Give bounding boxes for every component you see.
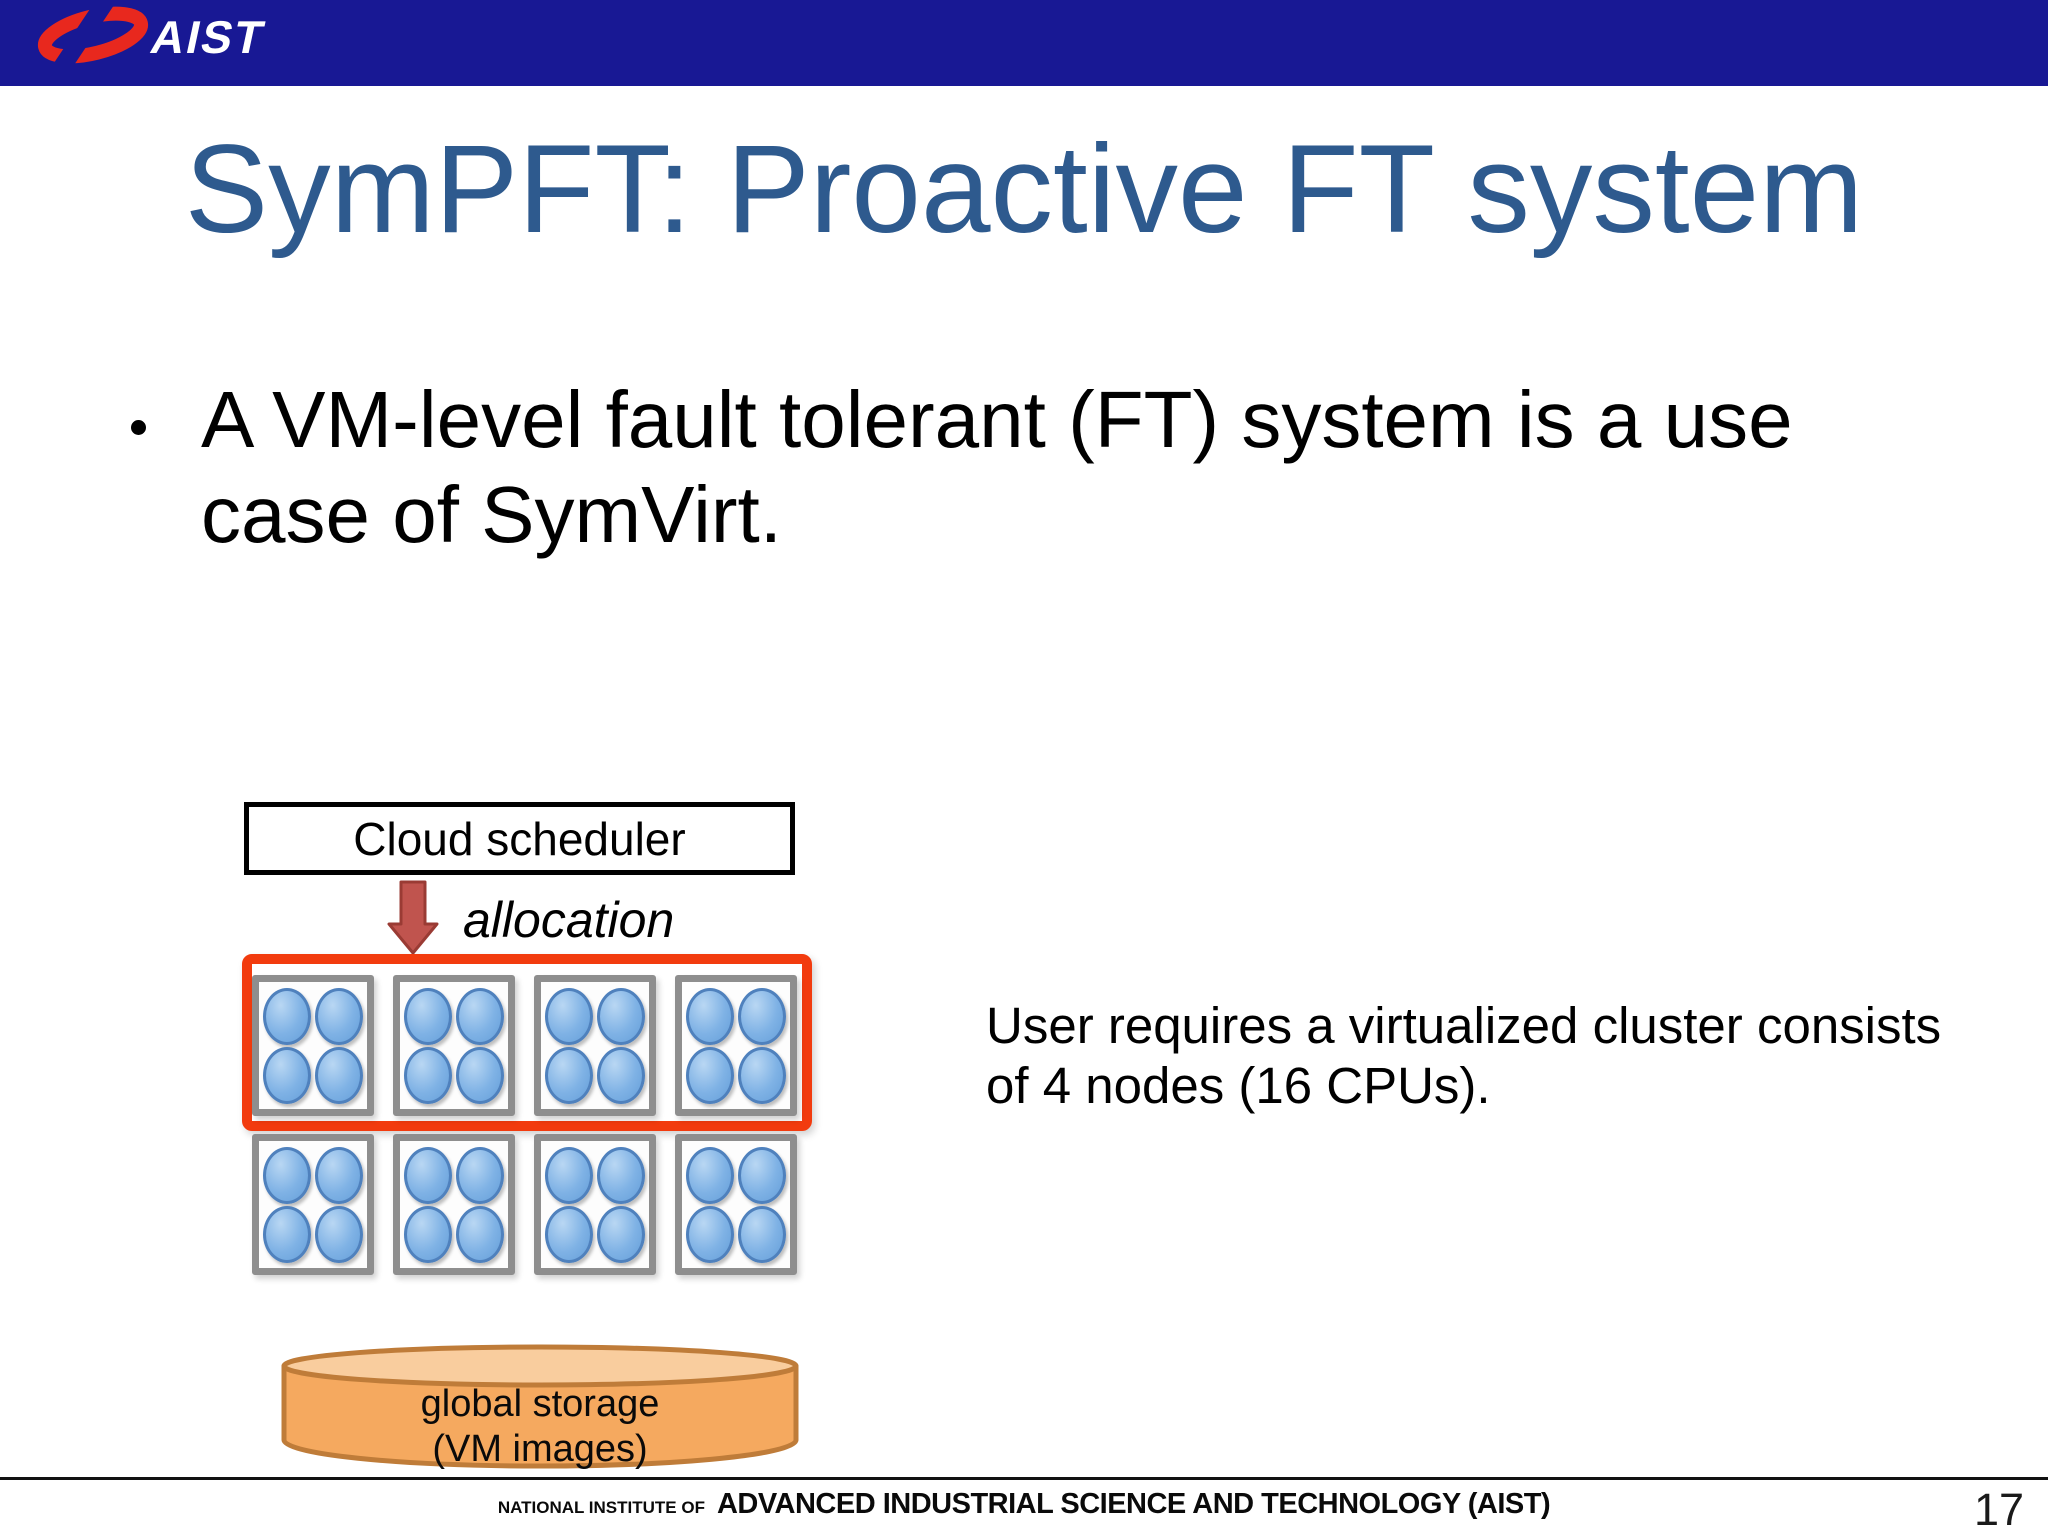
compute-node	[393, 975, 515, 1116]
cpu-circle	[315, 987, 363, 1045]
aist-logo-icon	[37, 6, 149, 64]
compute-node	[252, 1134, 374, 1275]
cpu-circle	[738, 1046, 786, 1104]
note-line-2: of 4 nodes (16 CPUs).	[986, 1057, 1491, 1114]
cpu-circle	[545, 1205, 593, 1263]
allocated-cluster-outline	[242, 954, 812, 1131]
bullet-text: A VM-level fault tolerant (FT) system is…	[201, 372, 1793, 562]
note-text: User requires a virtualized cluster cons…	[986, 996, 1941, 1116]
footer: NATIONAL INSTITUTE OF ADVANCED INDUSTRIA…	[0, 1488, 2048, 1521]
compute-node	[675, 1134, 797, 1275]
cpu-circle	[315, 1205, 363, 1263]
page-number: 17	[1973, 1484, 2024, 1535]
cpu-circle	[738, 1146, 786, 1204]
cpu-circle	[263, 1205, 311, 1263]
node-row-allocated	[252, 975, 797, 1116]
page-title: SymPFT: Proactive FT system	[184, 120, 1864, 259]
cloud-scheduler-label: Cloud scheduler	[353, 812, 686, 865]
cpu-circle	[456, 1205, 504, 1263]
cloud-scheduler-box: Cloud scheduler	[244, 802, 795, 875]
cpu-circle	[738, 987, 786, 1045]
aist-logo-text: AIST	[146, 11, 271, 63]
global-storage-label: global storage (VM images)	[280, 1382, 800, 1472]
allocation-arrow-icon	[387, 880, 439, 955]
bullet-line-1: A VM-level fault tolerant (FT) system is…	[201, 375, 1793, 464]
cpu-circle	[315, 1046, 363, 1104]
cpu-circle	[263, 1046, 311, 1104]
bullet-line-2: case of SymVirt.	[201, 470, 782, 559]
cpu-circle	[686, 1146, 734, 1204]
compute-node	[393, 1134, 515, 1275]
footer-institute-name: ADVANCED INDUSTRIAL SCIENCE AND TECHNOLO…	[716, 1488, 1551, 1520]
cpu-circle	[597, 987, 645, 1045]
cpu-circle	[456, 987, 504, 1045]
footer-divider	[0, 1477, 2048, 1480]
footer-institute-prefix: NATIONAL INSTITUTE OF	[497, 1498, 705, 1517]
allocation-label: allocation	[463, 892, 675, 948]
cpu-circle	[263, 1146, 311, 1204]
cpu-circle	[545, 987, 593, 1045]
note-line-1: User requires a virtualized cluster cons…	[986, 997, 1942, 1054]
compute-node	[534, 975, 656, 1116]
global-storage-line-1: global storage	[420, 1383, 660, 1425]
cpu-circle	[404, 987, 452, 1045]
node-row-free	[252, 1134, 797, 1275]
compute-node	[252, 975, 374, 1116]
cpu-circle	[456, 1046, 504, 1104]
cpu-circle	[404, 1046, 452, 1104]
global-storage-line-2: (VM images)	[432, 1428, 648, 1470]
cpu-circle	[686, 1205, 734, 1263]
cpu-circle	[738, 1205, 786, 1263]
cpu-circle	[545, 1046, 593, 1104]
cpu-circle	[263, 987, 311, 1045]
cpu-circle	[545, 1146, 593, 1204]
compute-node	[534, 1134, 656, 1275]
cpu-circle	[404, 1205, 452, 1263]
cpu-circle	[404, 1146, 452, 1204]
cpu-circle	[597, 1146, 645, 1204]
cpu-circle	[315, 1146, 363, 1204]
bullet-marker	[131, 420, 146, 435]
cpu-circle	[456, 1146, 504, 1204]
cpu-circle	[597, 1205, 645, 1263]
cpu-circle	[597, 1046, 645, 1104]
cpu-circle	[686, 1046, 734, 1104]
global-storage-cylinder	[281, 1344, 799, 1469]
cpu-circle	[686, 987, 734, 1045]
compute-node	[675, 975, 797, 1116]
header-bar: AIST	[0, 0, 2048, 86]
